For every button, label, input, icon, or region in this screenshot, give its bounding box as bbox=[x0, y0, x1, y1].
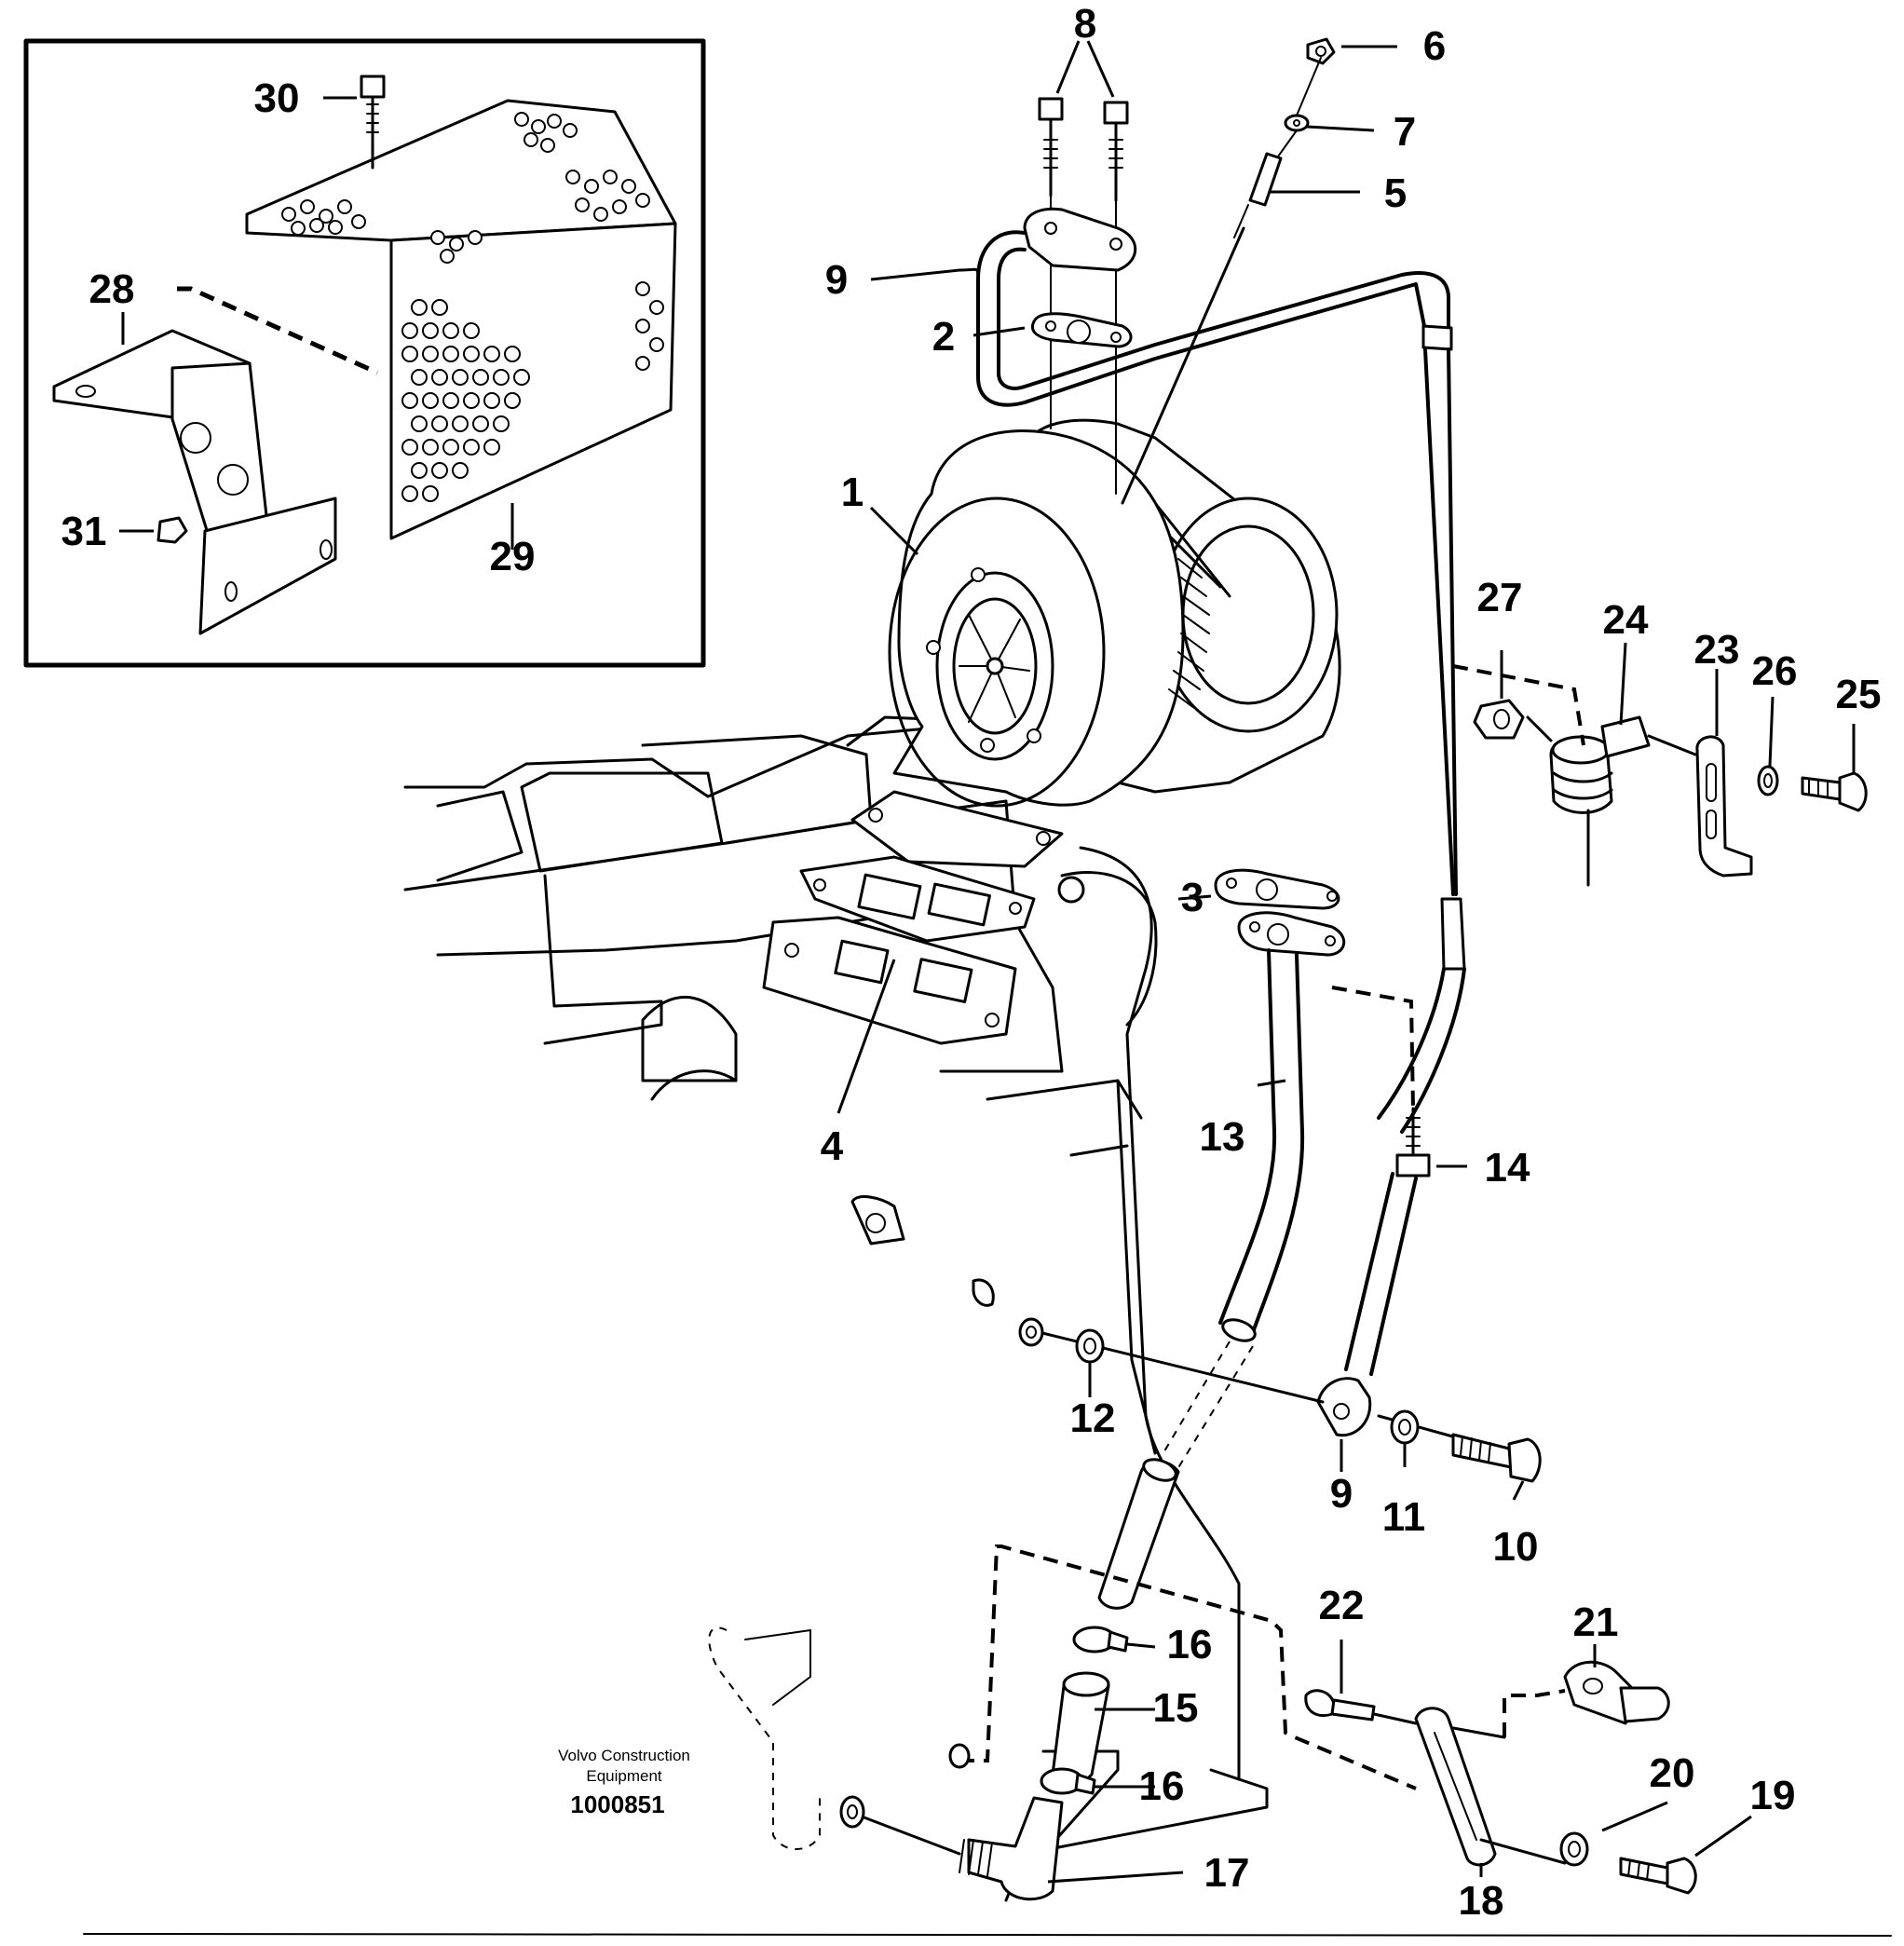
bracket-18 bbox=[1414, 1707, 1567, 1867]
brand-block: Volvo Construction Equipment 1000851 bbox=[558, 1747, 690, 1818]
callout-2: 2 bbox=[932, 314, 955, 360]
gasket-4 bbox=[799, 855, 1036, 943]
clamp-21 bbox=[1563, 1660, 1670, 1725]
callout-9-top: 9 bbox=[825, 257, 848, 303]
bolt-10 bbox=[1451, 1433, 1542, 1483]
callout-labels: 30 28 31 29 8 6 7 5 9 2 1 27 24 23 26 25… bbox=[61, 1, 1882, 1924]
turbocharger-1 bbox=[850, 418, 1341, 868]
bolt-19 bbox=[1619, 1857, 1697, 1895]
callout-1: 1 bbox=[841, 469, 864, 515]
pipe-14 bbox=[1331, 347, 1466, 1376]
brand-line-1: Volvo Construction bbox=[558, 1747, 690, 1764]
heat-shield-inset bbox=[23, 38, 706, 668]
callout-10: 10 bbox=[1493, 1524, 1539, 1570]
washer-26 bbox=[1757, 765, 1779, 796]
callout-4: 4 bbox=[821, 1123, 844, 1169]
callout-9-bottom: 9 bbox=[1330, 1471, 1353, 1517]
shield-perforations-front bbox=[401, 281, 664, 502]
engine-mount-ghost bbox=[708, 1626, 821, 1850]
clamp-16-upper bbox=[1072, 1626, 1129, 1653]
callout-16-upper: 16 bbox=[1167, 1622, 1213, 1667]
callout-15: 15 bbox=[1153, 1685, 1199, 1731]
exhaust-manifold-flange bbox=[762, 871, 1158, 1045]
bolt-30 bbox=[360, 75, 386, 170]
callout-28: 28 bbox=[89, 266, 135, 312]
shield-perforations-top bbox=[281, 112, 650, 264]
bolt-22 bbox=[1304, 1689, 1418, 1725]
callout-25: 25 bbox=[1836, 672, 1882, 717]
drawing-number: 1000851 bbox=[570, 1790, 664, 1818]
clip-24 bbox=[1549, 715, 1651, 887]
callout-18: 18 bbox=[1459, 1878, 1504, 1924]
brand-line-2: Equipment bbox=[586, 1767, 662, 1785]
callout-16-lower: 16 bbox=[1139, 1763, 1185, 1809]
elbow-17 bbox=[839, 1795, 1064, 1901]
pressure-line-5 bbox=[1121, 37, 1336, 505]
callout-8: 8 bbox=[1074, 1, 1096, 47]
leader-lines bbox=[836, 40, 1856, 1884]
callout-31: 31 bbox=[61, 509, 107, 554]
nut-27 bbox=[1473, 699, 1525, 740]
hose-lower bbox=[1097, 1458, 1180, 1610]
gasket-3 bbox=[1214, 868, 1340, 910]
callout-5: 5 bbox=[1384, 170, 1407, 216]
hose-15 bbox=[1051, 1671, 1110, 1786]
oil-flange-9 bbox=[976, 207, 1453, 407]
callout-27: 27 bbox=[1477, 575, 1523, 620]
callout-3: 3 bbox=[1181, 875, 1204, 920]
washer-11 bbox=[1390, 1409, 1420, 1445]
callout-23: 23 bbox=[1694, 627, 1740, 673]
callout-20: 20 bbox=[1650, 1750, 1695, 1796]
callout-29: 29 bbox=[490, 534, 536, 579]
heat-shield-part bbox=[245, 99, 677, 540]
gasket-2 bbox=[1030, 312, 1133, 348]
nut-31 bbox=[156, 516, 188, 544]
callout-13: 13 bbox=[1200, 1114, 1245, 1160]
callout-26: 26 bbox=[1752, 648, 1798, 694]
callout-7: 7 bbox=[1394, 109, 1416, 155]
clamp-16-lower bbox=[1040, 1767, 1096, 1795]
callout-24: 24 bbox=[1603, 597, 1649, 643]
callout-30: 30 bbox=[254, 75, 300, 121]
callout-14: 14 bbox=[1485, 1145, 1530, 1191]
washer-12 bbox=[1018, 1317, 1105, 1364]
callout-21: 21 bbox=[1573, 1599, 1619, 1645]
washer-20 bbox=[1559, 1831, 1589, 1867]
pipe-13 bbox=[1140, 911, 1345, 1491]
callout-6: 6 bbox=[1423, 23, 1446, 69]
bracket-28 bbox=[52, 329, 337, 635]
callout-17: 17 bbox=[1204, 1850, 1250, 1896]
callout-22: 22 bbox=[1319, 1583, 1365, 1628]
bolt-25 bbox=[1801, 771, 1868, 812]
callout-19: 19 bbox=[1750, 1773, 1796, 1818]
bracket-23 bbox=[1695, 735, 1753, 878]
callout-12: 12 bbox=[1070, 1395, 1116, 1441]
callout-11: 11 bbox=[1382, 1494, 1426, 1540]
